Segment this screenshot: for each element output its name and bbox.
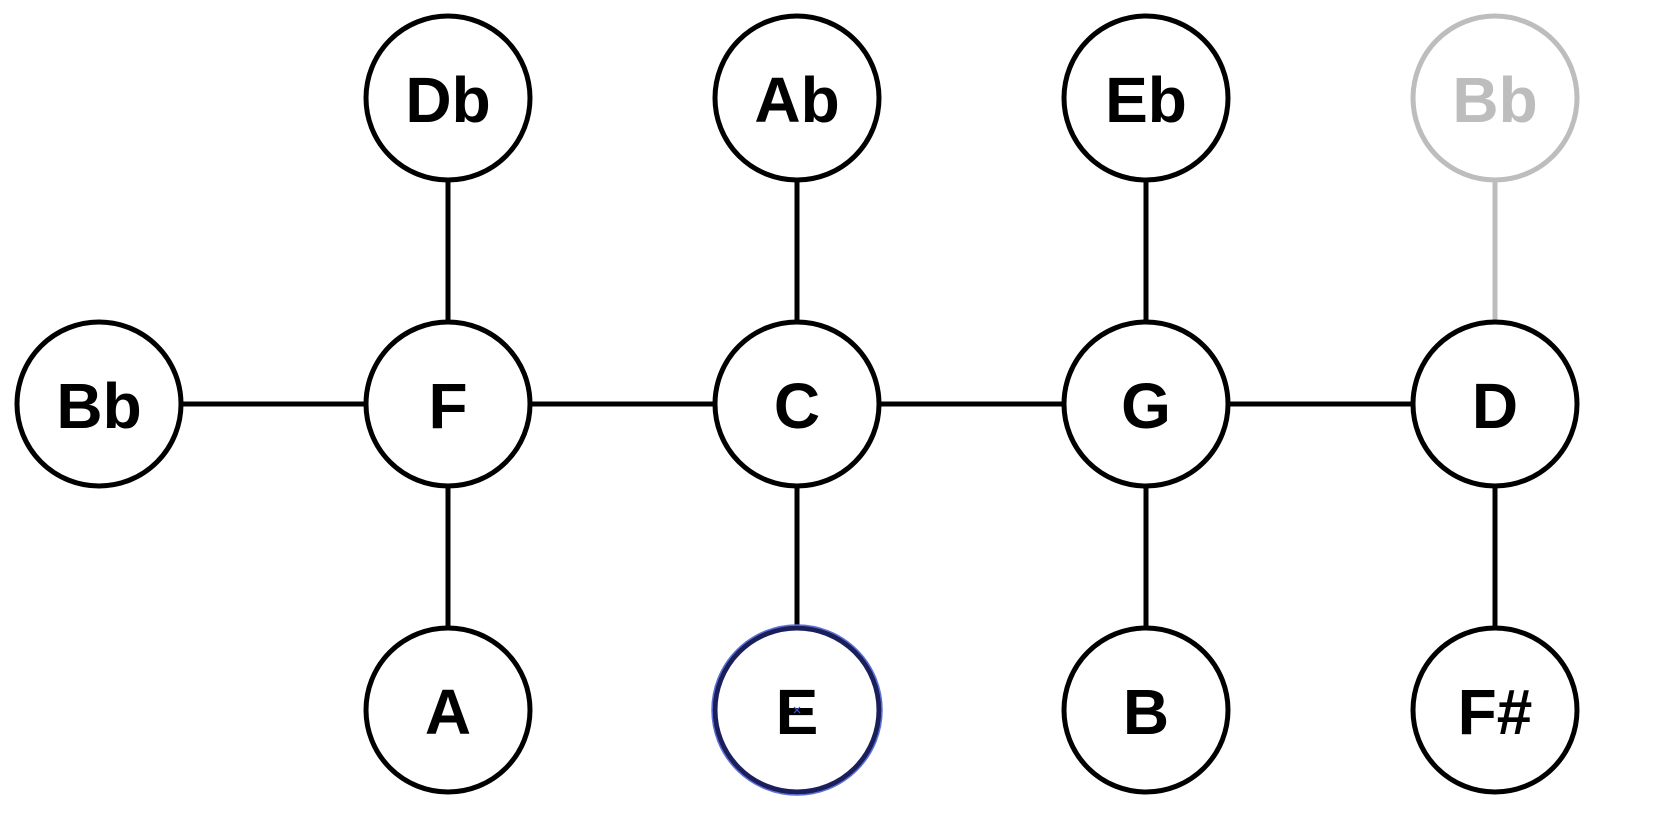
node-circle (363, 625, 533, 795)
node-circle (363, 13, 533, 183)
node-circle (1410, 13, 1580, 183)
node-b[interactable]: B (1061, 625, 1231, 795)
selection-ring (711, 624, 883, 796)
node-f[interactable]: F (363, 319, 533, 489)
node-circle (1061, 13, 1231, 183)
node-circle (1410, 319, 1580, 489)
node-circle (712, 13, 882, 183)
node-circle (363, 319, 533, 489)
node-label: A (425, 676, 471, 748)
node-circle (14, 319, 184, 489)
node-label: F (428, 370, 467, 442)
node-label: D (1472, 370, 1518, 442)
node-bb-left[interactable]: Bb (14, 319, 184, 489)
node-circle (1061, 319, 1231, 489)
node-e[interactable]: E (711, 624, 883, 796)
node-label: Bb (1452, 64, 1537, 136)
node-label: Bb (56, 370, 141, 442)
node-eb[interactable]: Eb (1061, 13, 1231, 183)
node-label: B (1123, 676, 1169, 748)
node-circle (1410, 625, 1580, 795)
node-db[interactable]: Db (363, 13, 533, 183)
node-fsharp[interactable]: F# (1410, 625, 1580, 795)
node-label: Eb (1105, 64, 1187, 136)
node-label: Db (405, 64, 490, 136)
node-label: C (774, 370, 820, 442)
node-g[interactable]: G (1061, 319, 1231, 489)
node-circle (712, 319, 882, 489)
node-bb-top[interactable]: Bb (1410, 13, 1580, 183)
node-a[interactable]: A (363, 625, 533, 795)
node-d[interactable]: D (1410, 319, 1580, 489)
center-mark-icon (793, 706, 801, 714)
node-circle (1061, 625, 1231, 795)
node-c[interactable]: C (712, 319, 882, 489)
node-label: Ab (754, 64, 839, 136)
node-ab[interactable]: Ab (712, 13, 882, 183)
node-label: E (776, 676, 819, 748)
node-label: G (1121, 370, 1171, 442)
node-label: F# (1458, 676, 1533, 748)
